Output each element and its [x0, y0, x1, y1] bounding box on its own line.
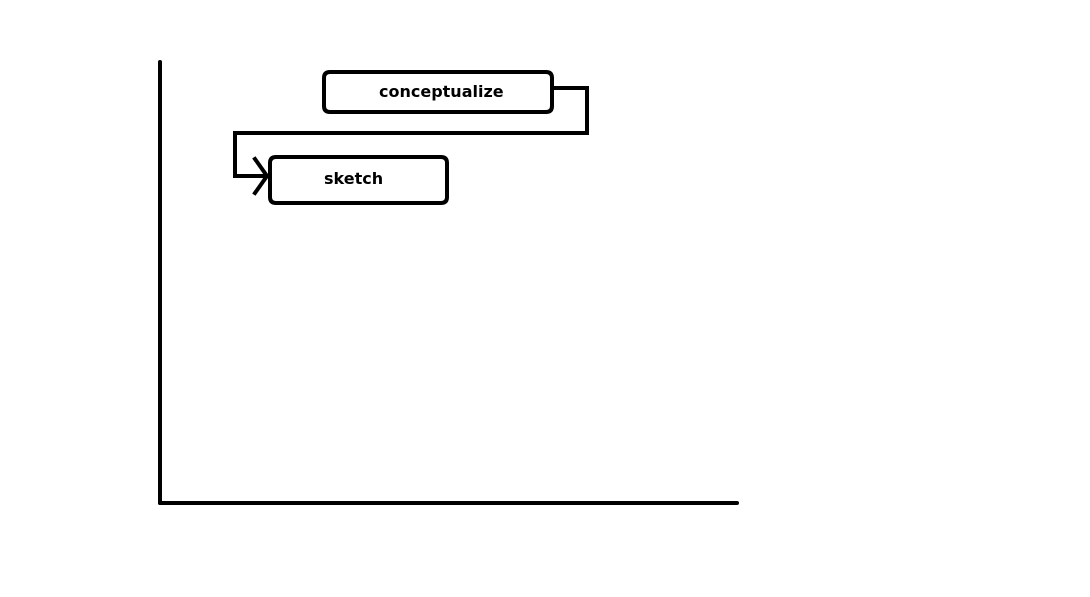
node-conceptualize-box: [322, 70, 554, 114]
node-sketch[interactable]: sketch: [268, 155, 449, 205]
node-conceptualize[interactable]: conceptualize: [322, 70, 554, 114]
node-sketch-box: [268, 155, 449, 205]
connector-arrowhead: [252, 156, 270, 196]
node-sketch-label: sketch: [324, 169, 383, 188]
connector-conceptualize-to-sketch: [233, 86, 589, 178]
node-conceptualize-label: conceptualize: [379, 82, 504, 101]
